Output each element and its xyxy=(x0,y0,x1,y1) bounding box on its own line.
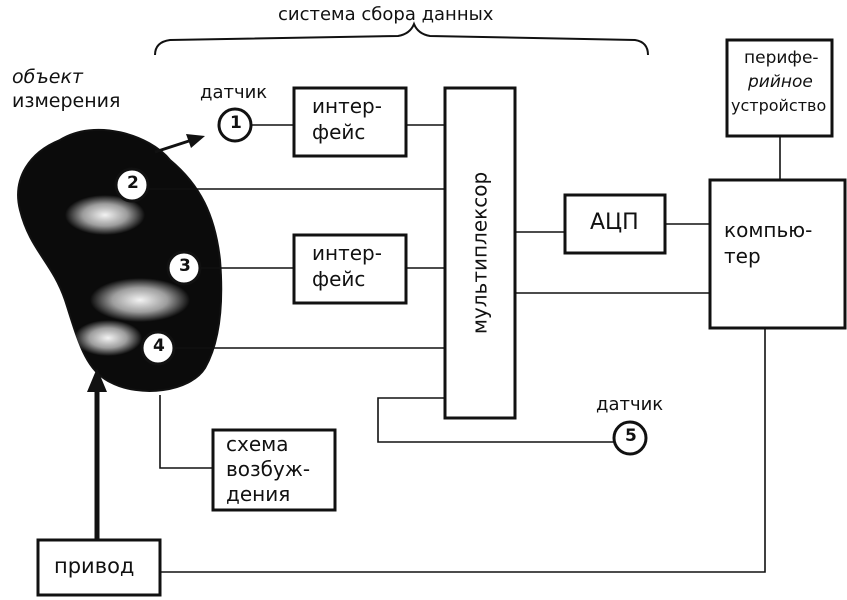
sensor-label-bottom: датчик xyxy=(596,394,664,415)
interface-top-line2: фейс xyxy=(312,120,366,144)
sensor-1-number: 1 xyxy=(230,113,242,133)
excitation-box xyxy=(211,428,337,512)
object-highlight-2 xyxy=(90,278,190,322)
diagram-title: система сбора данных xyxy=(278,4,494,25)
object-highlight-3 xyxy=(74,320,142,356)
interface-mid-box xyxy=(292,233,408,305)
sensor-5-circle xyxy=(612,420,648,456)
excitation-label-line1: схема xyxy=(226,432,289,456)
excitation-label-line3: дения xyxy=(226,482,291,506)
peripheral-label-line2: рийное xyxy=(748,72,813,92)
sensor-2-number: 2 xyxy=(127,173,139,193)
interface-mid-line1: интер- xyxy=(312,241,382,265)
system-brace xyxy=(154,21,649,56)
adc-label: АЦП xyxy=(590,210,639,235)
sensor-label-top: датчик xyxy=(200,82,268,103)
sensor-5-number: 5 xyxy=(625,426,637,446)
multiplexer-box xyxy=(443,86,517,420)
peripheral-label-line3: устройство xyxy=(731,96,827,115)
drive-label: привод xyxy=(54,554,135,578)
excitation-label-line2: возбуж- xyxy=(226,457,311,481)
arrow-head-sensor-1 xyxy=(186,134,205,148)
computer-box xyxy=(708,178,847,330)
drive-box xyxy=(36,538,162,597)
computer-label-line1: компью- xyxy=(724,218,813,242)
interface-mid-line2: фейс xyxy=(312,267,366,291)
peripheral-label-line1: перифе- xyxy=(744,48,819,68)
object-highlight-1 xyxy=(65,195,145,235)
multiplexer-label: мультиплексор xyxy=(467,171,492,335)
connection-lines xyxy=(148,124,781,573)
computer-label-line2: тер xyxy=(724,244,761,268)
sensor-3-number: 3 xyxy=(179,256,191,276)
object-label-line1: объект xyxy=(12,66,83,88)
object-label-line2: измерения xyxy=(12,90,121,112)
sensor-2-circle xyxy=(114,167,150,203)
sensor-4-number: 4 xyxy=(153,336,165,356)
measurement-object xyxy=(17,128,223,392)
interface-top-box xyxy=(292,86,408,158)
drive-arrow-head xyxy=(87,368,107,392)
interface-top-line1: интер- xyxy=(312,94,382,118)
arrow-to-sensor-1 xyxy=(154,138,193,154)
